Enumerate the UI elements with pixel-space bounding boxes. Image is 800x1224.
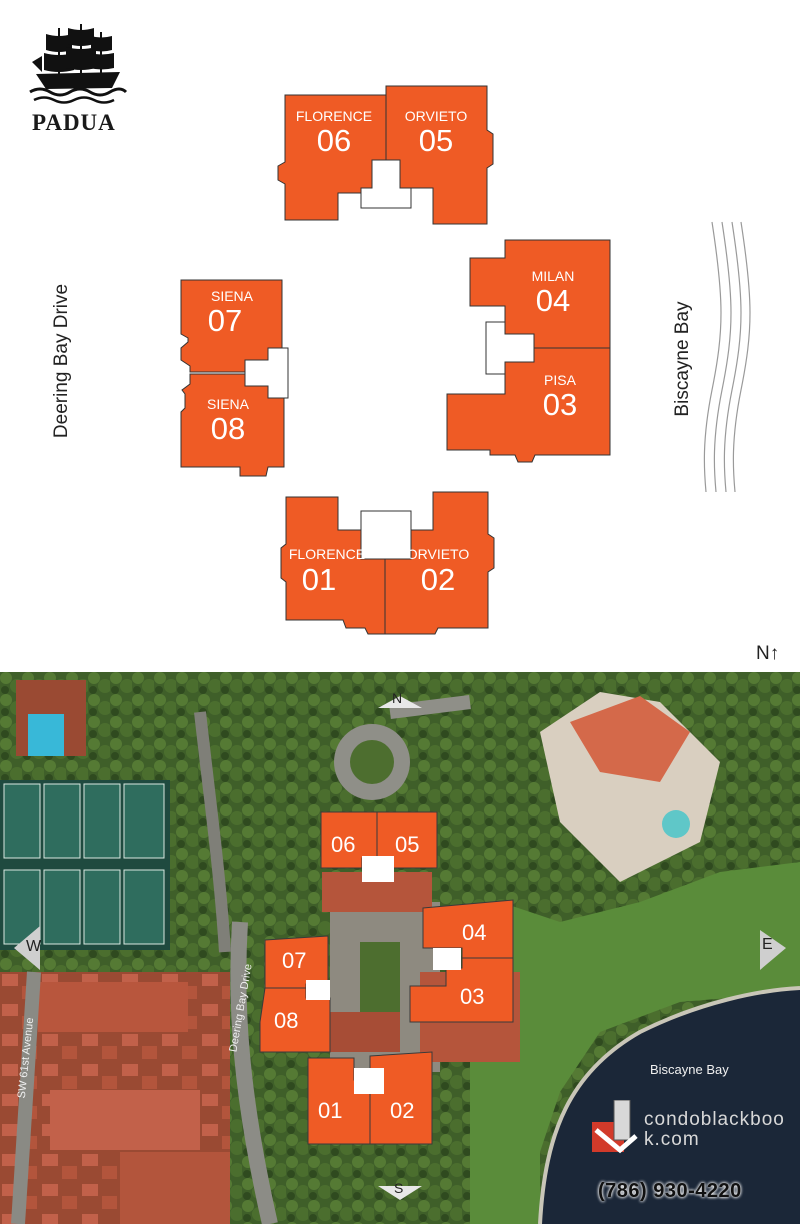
building-03-number: 03 (542, 387, 578, 422)
building-01-label[interactable]: FLORENCE 01 (282, 546, 372, 598)
aerial-building-04[interactable]: 04 (462, 920, 487, 945)
north-indicator: N↑ (756, 643, 780, 664)
building-05-label[interactable]: ORVIETO 05 (388, 108, 484, 158)
building-02-number: 02 (420, 562, 456, 597)
brand-logo: PADUA (28, 22, 128, 137)
building-06-number: 06 (316, 123, 352, 158)
aerial-building-02[interactable]: 02 (390, 1098, 415, 1123)
aerial-imagery (0, 672, 800, 1224)
building-01-name: FLORENCE (288, 546, 366, 562)
ship-logo-icon (29, 24, 128, 104)
building-02-label[interactable]: ORVIETO 02 (390, 546, 486, 598)
aerial-building-06[interactable]: 06 (331, 832, 356, 857)
building-07-shape (180, 279, 283, 373)
aerial-east-marker: E (762, 936, 773, 953)
building-06-label[interactable]: FLORENCE 06 (286, 108, 382, 158)
building-08-name: SIENA (206, 396, 249, 412)
building-06-shape (277, 94, 387, 221)
building-04-label[interactable]: MILAN 04 (505, 268, 601, 318)
building-02-name: ORVIETO (406, 546, 470, 562)
building-05-shape (385, 85, 494, 225)
building-01-shape (280, 496, 386, 635)
aerial-building-01[interactable]: 01 (318, 1098, 343, 1123)
aerial-building-07[interactable]: 07 (282, 948, 307, 973)
building-08-label[interactable]: SIENA 08 (180, 396, 276, 446)
aerial-bay-label: Biscayne Bay (650, 1062, 729, 1077)
aerial-north-marker: N (392, 690, 403, 706)
contact-phone[interactable]: (786) 930-4220 (598, 1180, 742, 1202)
site-plan-drawing (180, 85, 751, 635)
aerial-building-08[interactable]: 08 (274, 1008, 299, 1033)
condoblackbook-wordmark: condoblackbook.com (644, 1109, 785, 1150)
building-08-number: 08 (210, 411, 246, 446)
aerial-building-03[interactable]: 03 (460, 984, 485, 1009)
building-08-shape (180, 373, 285, 477)
condoblackbook-logo: condoblackbook.com (586, 1096, 786, 1206)
building-02-shape (384, 491, 495, 635)
building-04-name: MILAN (531, 268, 575, 284)
building-07-number: 07 (207, 303, 243, 338)
brand-name: PADUA (32, 110, 116, 135)
aerial-south-marker: S (394, 1180, 404, 1196)
building-05-number: 05 (418, 123, 454, 158)
building-03-name: PISA (544, 372, 576, 388)
building-07-label[interactable]: SIENA 07 (184, 288, 280, 338)
aerial-west-marker: W (26, 938, 42, 955)
building-07-name: SIENA (210, 288, 253, 304)
biscayne-bay-label: Biscayne Bay (672, 301, 693, 417)
building-03-label[interactable]: PISA 03 (512, 372, 608, 422)
condoblackbook-logo-icon (592, 1100, 638, 1154)
building-05-name: ORVIETO (404, 108, 468, 124)
deering-bay-drive-label: Deering Bay Drive (51, 283, 72, 439)
aerial-map: N S E W 06 05 04 03 07 08 01 02 Biscayne… (0, 672, 800, 1224)
building-03-shape (446, 347, 611, 463)
site-plan: PADUA (28, 22, 780, 664)
building-01-number: 01 (301, 562, 337, 597)
building-06-name: FLORENCE (295, 108, 373, 124)
building-04-number: 04 (535, 283, 571, 318)
aerial-building-05[interactable]: 05 (395, 832, 420, 857)
